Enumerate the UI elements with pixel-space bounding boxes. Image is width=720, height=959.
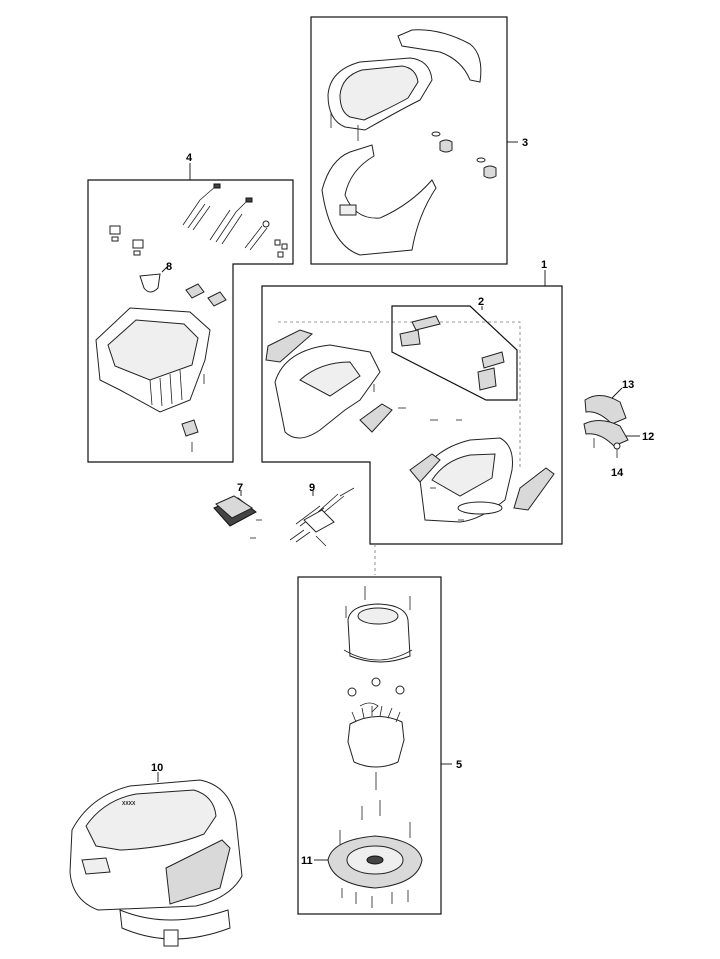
housing-screws [373,384,464,521]
callout-12: 12 [642,431,654,443]
callout-9: 9 [309,482,315,494]
group-4-electrical-box: 4 8 [87,152,294,463]
group-3-top-cover: 3 [310,16,528,265]
callout-8: 8 [166,261,172,273]
unit-logo: XXXX [122,801,136,807]
group-5-motor: 5 [297,576,462,915]
callout-4: 4 [186,152,193,164]
top-cover-insert [339,65,419,121]
group-2-frame [391,305,518,401]
right-housing-base [457,501,503,515]
pad-d [477,367,497,391]
left-air-vent [265,329,313,363]
top-cover-slot [339,204,357,216]
pad-c [481,351,505,369]
top-cover-lid [397,29,482,83]
top-cover-clips [431,131,497,179]
callout-1: 1 [541,259,547,271]
pad-a [411,315,441,331]
callout-5: 5 [456,759,462,771]
unit-top-panel [85,789,217,851]
housing-bracket [359,403,393,433]
wire-harnesses [182,183,270,251]
unit-side-grille [165,839,231,905]
group-5-frame [297,576,442,915]
motor-bolts [339,800,411,846]
pad-b [399,329,421,347]
callout-2: 2 [478,296,484,308]
group-1-frame [261,285,563,545]
relays [185,283,227,307]
group-4-frame [87,179,294,463]
callout-14: 14 [611,467,624,479]
motor-stator [347,716,405,768]
base-plate-screws [341,888,409,908]
motor-top-screws [345,586,411,618]
electrical-box-grommet [181,419,199,437]
group-2-pads: 2 [391,296,518,401]
unit-handle-recess [81,857,111,875]
electrical-box-ribs [149,369,183,407]
terminal-blocks [109,225,288,258]
complete-unit-part-10: 10 XXXX [69,762,243,947]
right-bracket [409,453,441,483]
electrical-box-inner [107,319,199,381]
group-1-housing: 1 2 [261,259,563,575]
callout-13: 13 [622,379,634,391]
group-3-frame [310,16,508,265]
callout-10: 10 [151,762,163,774]
harness-part-9: 9 [289,482,355,547]
unit-shaft [163,929,179,947]
screw-part-14 [613,442,621,458]
top-cover-lower-shell [321,144,437,256]
stator-fins [351,705,401,723]
unit-pedestal [119,909,231,940]
right-air-vent [513,467,555,511]
handle-part-13 [584,395,627,425]
rear-handle-parts: 13 12 14 [583,379,654,479]
callout-7: 7 [237,482,243,494]
callout-11: 11 [301,855,313,867]
handle-part-12 [583,420,629,447]
callout-3: 3 [522,137,528,149]
top-cover-screws [330,112,359,141]
motor-nuts [347,677,405,697]
knob-part-8: 8 [139,261,172,293]
connector-part-7: 7 [213,482,262,539]
